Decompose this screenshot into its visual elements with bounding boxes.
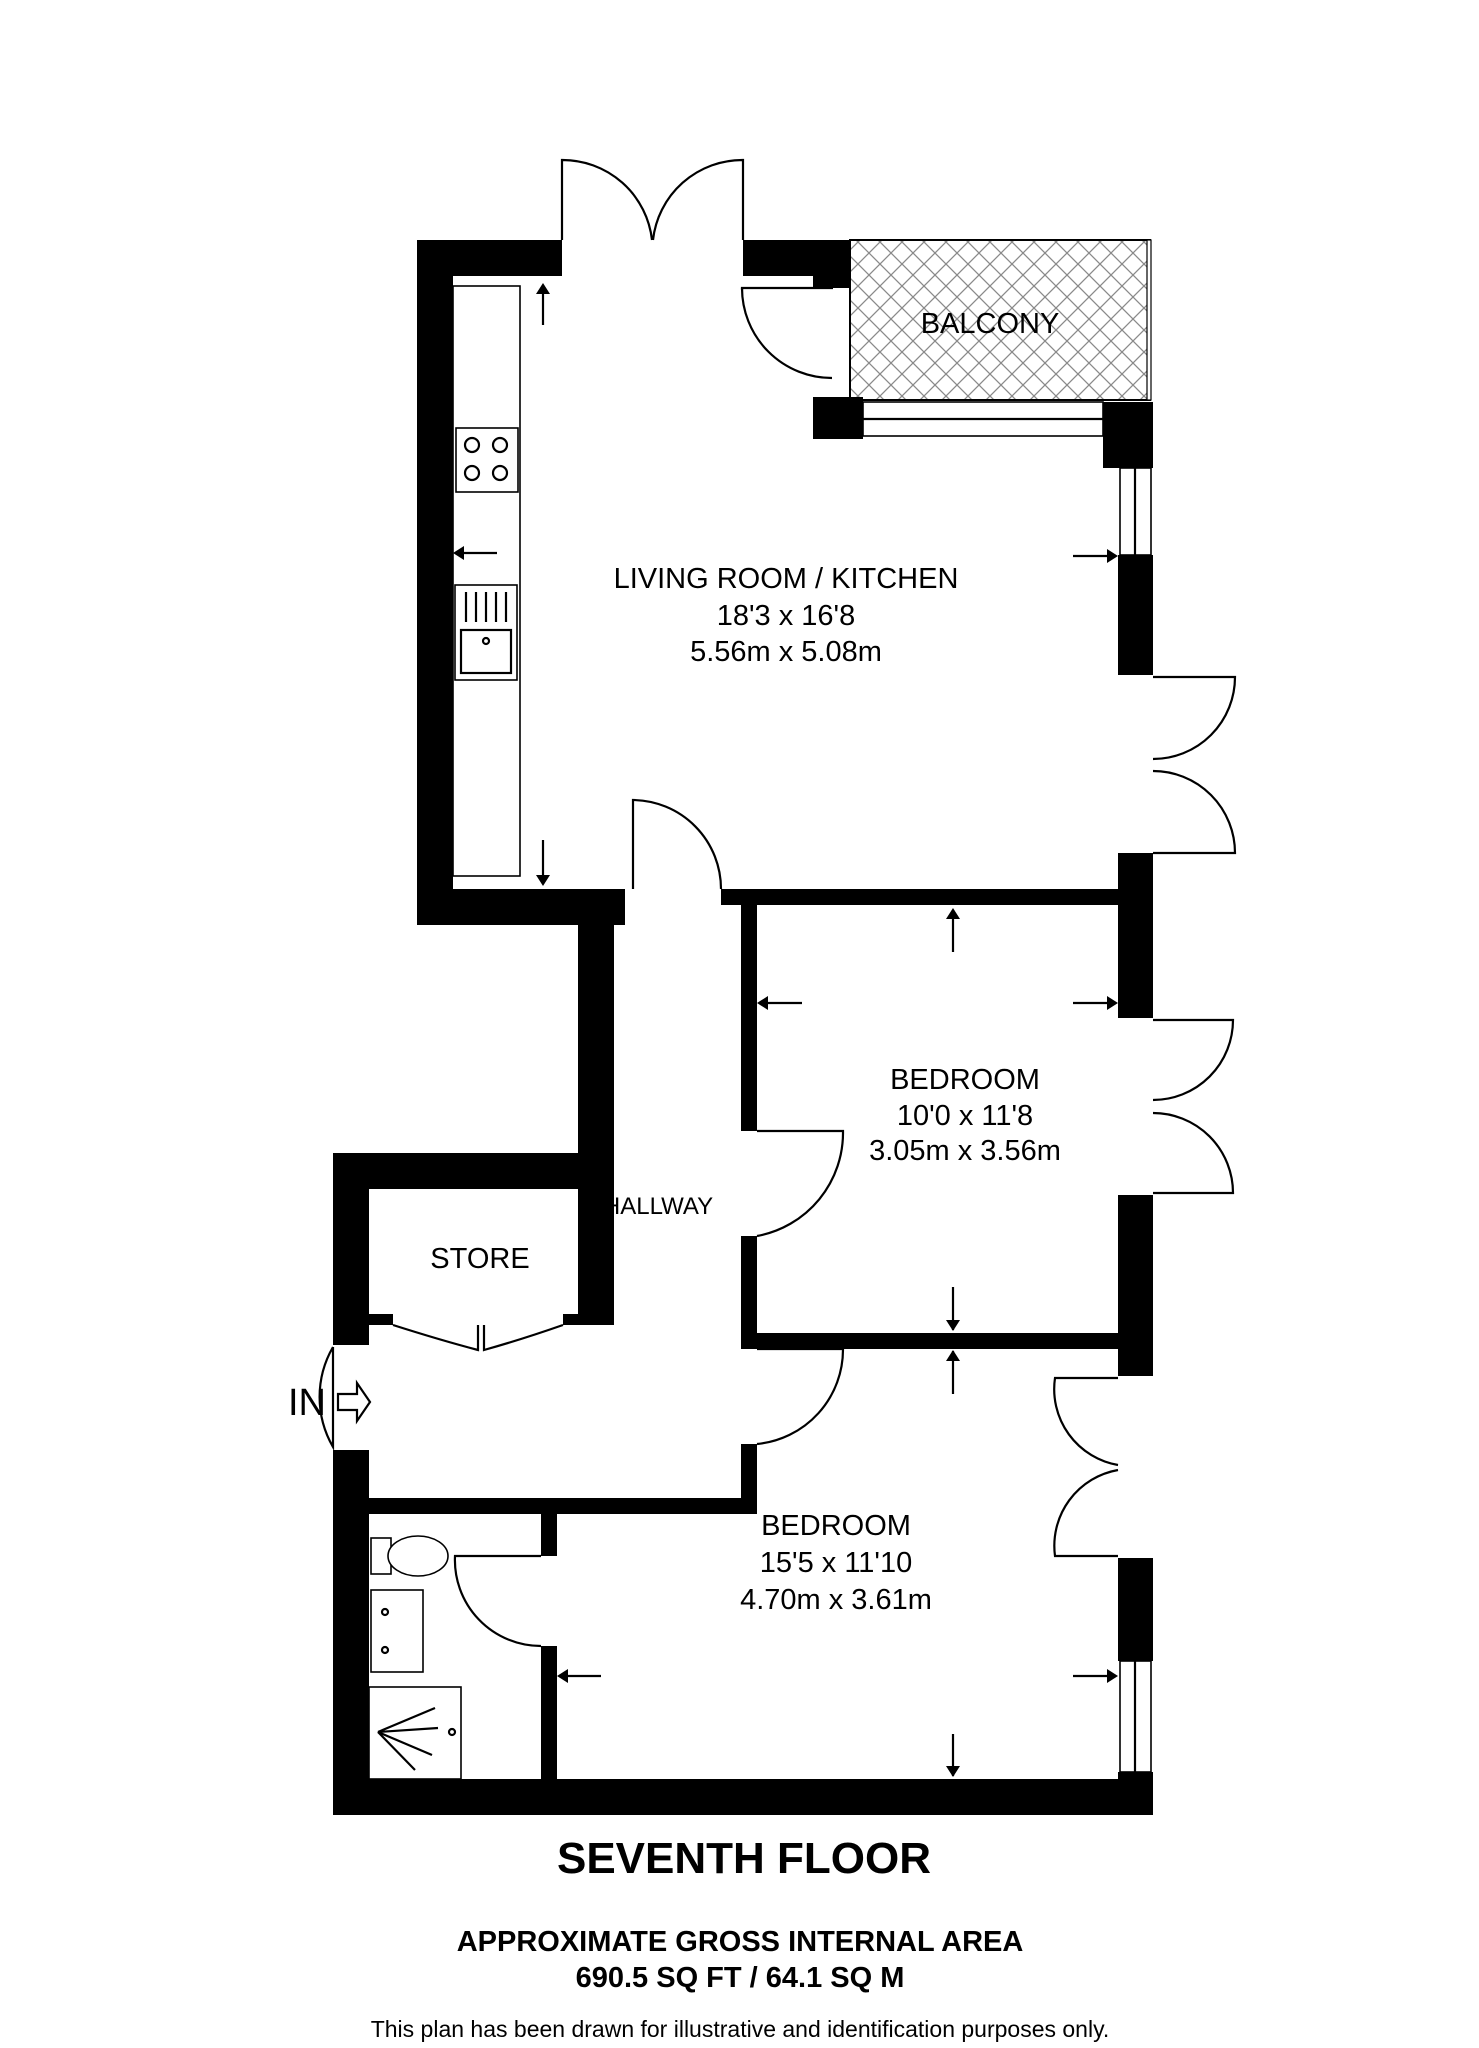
- windows: [862, 401, 1152, 1773]
- room-labels: LIVING ROOM / KITCHEN 18'3 x 16'8 5.56m …: [288, 308, 1061, 1616]
- bedroom-2-imperial: 15'5 x 11'10: [760, 1547, 912, 1579]
- bedroom-2-metric: 4.70m x 3.61m: [740, 1584, 932, 1616]
- washbasin-icon: [370, 1589, 424, 1673]
- hallway-name: HALLWAY: [603, 1193, 713, 1220]
- shower-icon: [368, 1686, 462, 1780]
- area-value: 690.5 SQ FT / 64.1 SQ M: [576, 1962, 905, 1994]
- hob-icon: [455, 427, 519, 493]
- disclaimer: This plan has been drawn for illustrativ…: [371, 2016, 1110, 2042]
- living-room-imperial: 18'3 x 16'8: [717, 600, 855, 632]
- living-room-name: LIVING ROOM / KITCHEN: [614, 563, 959, 595]
- balcony-name: BALCONY: [921, 308, 1060, 340]
- dimension-arrows: [453, 283, 1118, 1777]
- bathroom-fixtures: [368, 1535, 462, 1780]
- walls: [333, 240, 1153, 1815]
- bedroom-2-name: BEDROOM: [761, 1510, 911, 1542]
- floor-title: SEVENTH FLOOR: [557, 1834, 931, 1883]
- entrance-arrow-icon: [336, 1379, 372, 1425]
- doors: [318, 158, 1237, 1648]
- bedroom-1-name: BEDROOM: [890, 1064, 1040, 1096]
- bedroom-1-imperial: 10'0 x 11'8: [897, 1100, 1033, 1132]
- toilet-icon: [387, 1535, 449, 1577]
- area-heading: APPROXIMATE GROSS INTERNAL AREA: [457, 1926, 1024, 1958]
- plan-footer: SEVENTH FLOOR APPROXIMATE GROSS INTERNAL…: [371, 1834, 1110, 2042]
- balcony: [849, 239, 1152, 401]
- store-name: STORE: [430, 1243, 529, 1275]
- living-room-metric: 5.56m x 5.08m: [690, 636, 882, 668]
- bedroom-1-metric: 3.05m x 3.56m: [869, 1135, 1061, 1167]
- kitchen-counter: [452, 285, 521, 877]
- entrance-label: IN: [288, 1382, 326, 1424]
